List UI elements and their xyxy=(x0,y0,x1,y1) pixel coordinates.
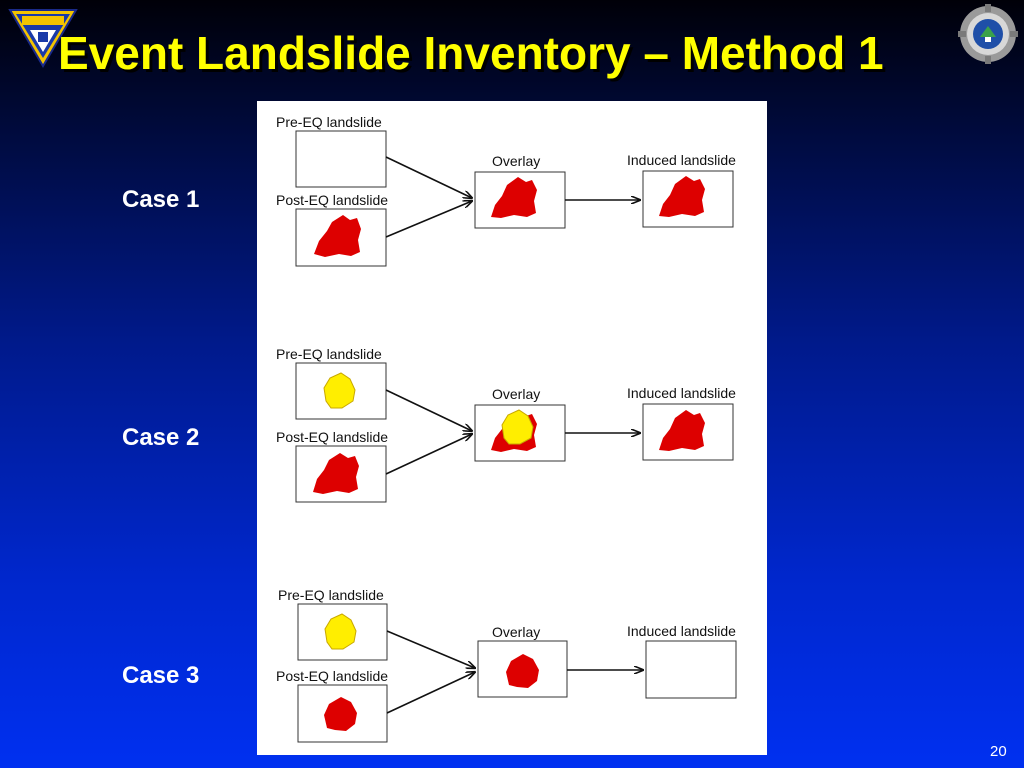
case-3-pre-landslide-shape xyxy=(324,613,357,650)
case-2-pre-arrow xyxy=(385,389,472,431)
case-2-post-arrow xyxy=(385,434,472,475)
case-2-post-label: Post-EQ landslide xyxy=(276,429,388,445)
case-3-post-landslide-shape xyxy=(324,697,357,731)
case-3-post-arrow xyxy=(386,672,475,714)
case-1-post-landslide-shape xyxy=(314,215,361,257)
case-2-diagram: Pre-EQ landslide Post-EQ landslide Overl… xyxy=(276,346,736,503)
case-3-induced-box xyxy=(645,640,737,699)
case-1-overlay-landslide-shape xyxy=(491,177,537,218)
case-1-induced-label: Induced landslide xyxy=(627,152,736,168)
case-1-pre-label: Pre-EQ landslide xyxy=(276,114,382,130)
slide-title: Event Landslide Inventory – Method 1 xyxy=(58,27,884,79)
case-1-induced-landslide-shape xyxy=(659,176,705,217)
case-3-label: Case 3 xyxy=(122,662,200,689)
case-3-post-label: Post-EQ landslide xyxy=(276,668,388,684)
case-2-induced-landslide-shape xyxy=(659,410,705,451)
method-diagram: Pre-EQ landslide Post-EQ landslide Overl… xyxy=(276,114,737,743)
case-3-induced-label: Induced landslide xyxy=(627,623,736,639)
gear-seal-logo xyxy=(958,4,1018,64)
case-2-pre-landslide-shape xyxy=(323,372,356,409)
university-shield-logo xyxy=(8,9,78,68)
case-2-overlay-label: Overlay xyxy=(492,386,540,402)
case-3-diagram: Pre-EQ landslide Post-EQ landslide Overl… xyxy=(276,587,737,743)
case-2-label: Case 2 xyxy=(122,424,200,451)
case-2-overlay-preexisting-shape xyxy=(501,409,534,445)
case-1-pre-arrow xyxy=(385,156,472,198)
case-1-post-arrow xyxy=(385,201,472,238)
case-2-induced-label: Induced landslide xyxy=(627,385,736,401)
case-3-pre-label: Pre-EQ landslide xyxy=(278,587,384,603)
case-2-post-landslide-shape xyxy=(313,453,359,494)
case-1-label: Case 1 xyxy=(122,186,200,213)
case-3-overlay-landslide-shape xyxy=(506,654,539,688)
case-1-post-label: Post-EQ landslide xyxy=(276,192,388,208)
case-1-overlay-label: Overlay xyxy=(492,153,540,169)
slide-number: 20 xyxy=(990,743,1007,760)
case-3-overlay-label: Overlay xyxy=(492,624,540,640)
method-diagram-panel: Pre-EQ landslide Post-EQ landslide Overl… xyxy=(257,101,767,755)
case-3-pre-arrow xyxy=(386,630,475,668)
case-2-pre-label: Pre-EQ landslide xyxy=(276,346,382,362)
case-1-diagram: Pre-EQ landslide Post-EQ landslide Overl… xyxy=(276,114,736,267)
case-1-pre-box xyxy=(295,130,387,188)
